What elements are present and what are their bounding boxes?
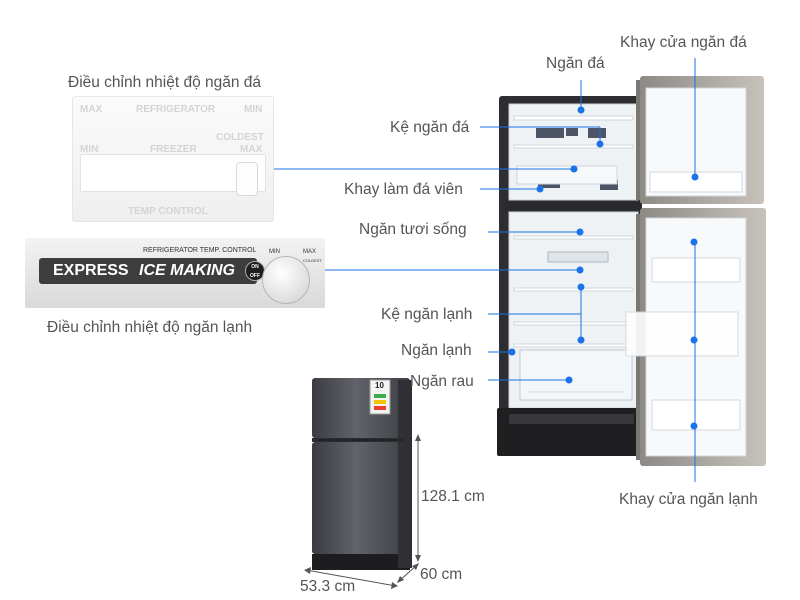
freezer-slider-track — [80, 154, 266, 192]
fridge-temp-control-panel: REFRIGERATOR TEMP. CONTROL EXPRESS ICE M… — [25, 238, 325, 308]
dot-freezer-control — [570, 165, 578, 173]
caption-fridge-control: Điều chỉnh nhiệt độ ngăn lạnh — [47, 319, 253, 336]
caption-freezer-control: Điều chỉnh nhiệt độ ngăn đá — [68, 74, 262, 91]
label-khay-cua-ngan-da: Khay cửa ngăn đá — [620, 34, 747, 51]
fridge-closed-bottom — [312, 442, 410, 554]
ice-making-text: ICE MAKING — [139, 262, 235, 279]
express-ice-making-banner: EXPRESS ICE MAKING ON OFF — [39, 258, 265, 284]
dot-khay-cua-ngan-lanh-3 — [690, 422, 698, 430]
temperature-dial-knob — [262, 256, 310, 304]
width-dimension-line — [305, 569, 397, 587]
express-text: EXPRESS — [53, 262, 129, 279]
label-khay-lam-da-vien: Khay làm đá viên — [344, 181, 463, 198]
dot-khay-cua-ngan-lanh-1 — [690, 238, 698, 246]
on-text: ON — [251, 264, 259, 270]
label-khay-cua-ngan-lanh: Khay cửa ngăn lạnh — [619, 491, 758, 508]
label-ngan-rau: Ngăn rau — [410, 373, 474, 390]
energy-badge-number: 10 — [375, 381, 384, 390]
label-ngan-lanh: Ngăn lạnh — [401, 342, 472, 359]
panel-max2-text: MAX — [240, 144, 263, 155]
dot-khay-lam-da-vien — [536, 185, 544, 193]
dial-min-text: MIN — [269, 249, 280, 255]
dial-coldest-text: COLDEST — [303, 258, 322, 263]
off-text: OFF — [250, 273, 260, 279]
label-ke-ngan-da: Kệ ngăn đá — [390, 119, 470, 136]
dot-ngan-da — [577, 106, 585, 114]
dial-max-text: MAX — [303, 249, 317, 255]
dot-ngan-tuoi-song — [576, 228, 584, 236]
label-ngan-da: Ngăn đá — [546, 55, 605, 72]
fridge-panel-title: REFRIGERATOR TEMP. CONTROL — [143, 247, 257, 254]
panel-min2-text: MIN — [80, 144, 99, 155]
dot-ke-ngan-lanh-2 — [577, 336, 585, 344]
freezer-slider-knob — [236, 162, 258, 196]
dot-khay-cua-ngan-da — [691, 173, 699, 181]
dimension-depth: 60 cm — [420, 566, 463, 583]
label-ngan-tuoi-song: Ngăn tươi sống — [359, 221, 467, 238]
dot-fridge-control — [576, 266, 584, 274]
fridge-closed-top — [312, 378, 410, 438]
dimension-width: 53.3 cm — [300, 578, 356, 595]
dot-ngan-rau — [565, 376, 573, 384]
panel-min-text: MIN — [244, 104, 263, 115]
panel-max-text: MAX — [80, 104, 103, 115]
dot-ke-ngan-da — [596, 140, 604, 148]
dimension-height: 128.1 cm — [421, 488, 485, 505]
freezer-temp-control-panel: MAX REFRIGERATOR MIN COLDEST MIN FREEZER… — [72, 96, 274, 222]
dot-khay-cua-ngan-lanh-2 — [690, 336, 698, 344]
panel-refrigerator-text: REFRIGERATOR — [136, 104, 216, 115]
panel-temp-control-text: TEMP CONTROL — [128, 206, 208, 217]
label-ke-ngan-lanh: Kệ ngăn lạnh — [381, 306, 473, 323]
panel-coldest-text: COLDEST — [216, 132, 264, 143]
dot-ke-ngan-lanh-1 — [577, 283, 585, 291]
panel-freezer-text: FREEZER — [150, 144, 197, 155]
